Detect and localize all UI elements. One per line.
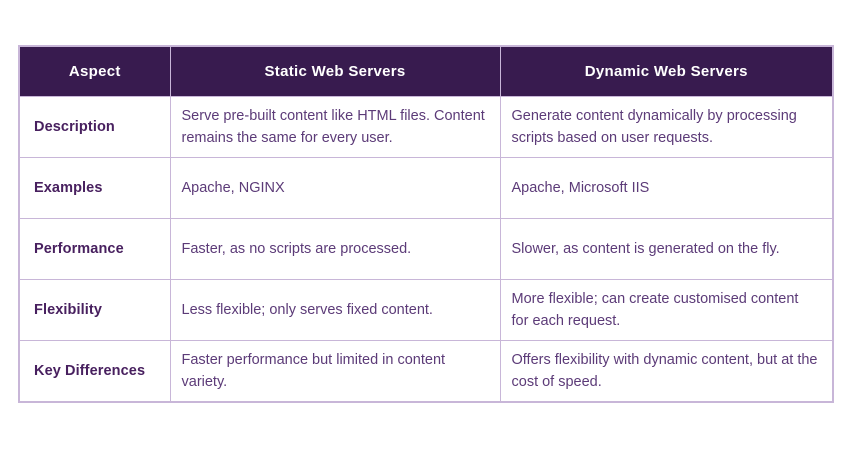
row-label-flexibility: Flexibility <box>18 278 171 341</box>
column-header-dynamic-web-servers: Dynamic Web Servers <box>499 45 834 97</box>
table-row-performance: Performance Faster, as no scripts are pr… <box>18 217 834 280</box>
cell-flexibility-static: Less flexible; only serves fixed content… <box>169 278 501 341</box>
row-label-key-differences: Key Differences <box>18 339 171 402</box>
header-row: Aspect Static Web Servers Dynamic Web Se… <box>18 45 834 97</box>
cell-performance-static: Faster, as no scripts are processed. <box>169 217 501 280</box>
cell-description-dynamic: Generate content dynamically by processi… <box>499 95 834 158</box>
cell-key-differences-dynamic: Offers flexibility with dynamic content,… <box>499 339 834 402</box>
row-label-examples: Examples <box>18 156 171 219</box>
row-label-description: Description <box>18 95 171 158</box>
table-header: Aspect Static Web Servers Dynamic Web Se… <box>18 45 834 97</box>
row-label-performance: Performance <box>18 217 171 280</box>
cell-description-static: Serve pre-built content like HTML files.… <box>169 95 501 158</box>
table-row-description: Description Serve pre-built content like… <box>18 95 834 158</box>
cell-key-differences-static: Faster performance but limited in conten… <box>169 339 501 402</box>
cell-performance-dynamic: Slower, as content is generated on the f… <box>499 217 834 280</box>
cell-examples-dynamic: Apache, Microsoft IIS <box>499 156 834 219</box>
table-row-examples: Examples Apache, NGINX Apache, Microsoft… <box>18 156 834 219</box>
comparison-table: Aspect Static Web Servers Dynamic Web Se… <box>18 45 834 403</box>
cell-examples-static: Apache, NGINX <box>169 156 501 219</box>
table-row-key-differences: Key Differences Faster performance but l… <box>18 339 834 402</box>
cell-flexibility-dynamic: More flexible; can create customised con… <box>499 278 834 341</box>
table-row-flexibility: Flexibility Less flexible; only serves f… <box>18 278 834 341</box>
column-header-static-web-servers: Static Web Servers <box>169 45 501 97</box>
table-body: Description Serve pre-built content like… <box>18 95 834 402</box>
column-header-aspect: Aspect <box>18 45 171 97</box>
